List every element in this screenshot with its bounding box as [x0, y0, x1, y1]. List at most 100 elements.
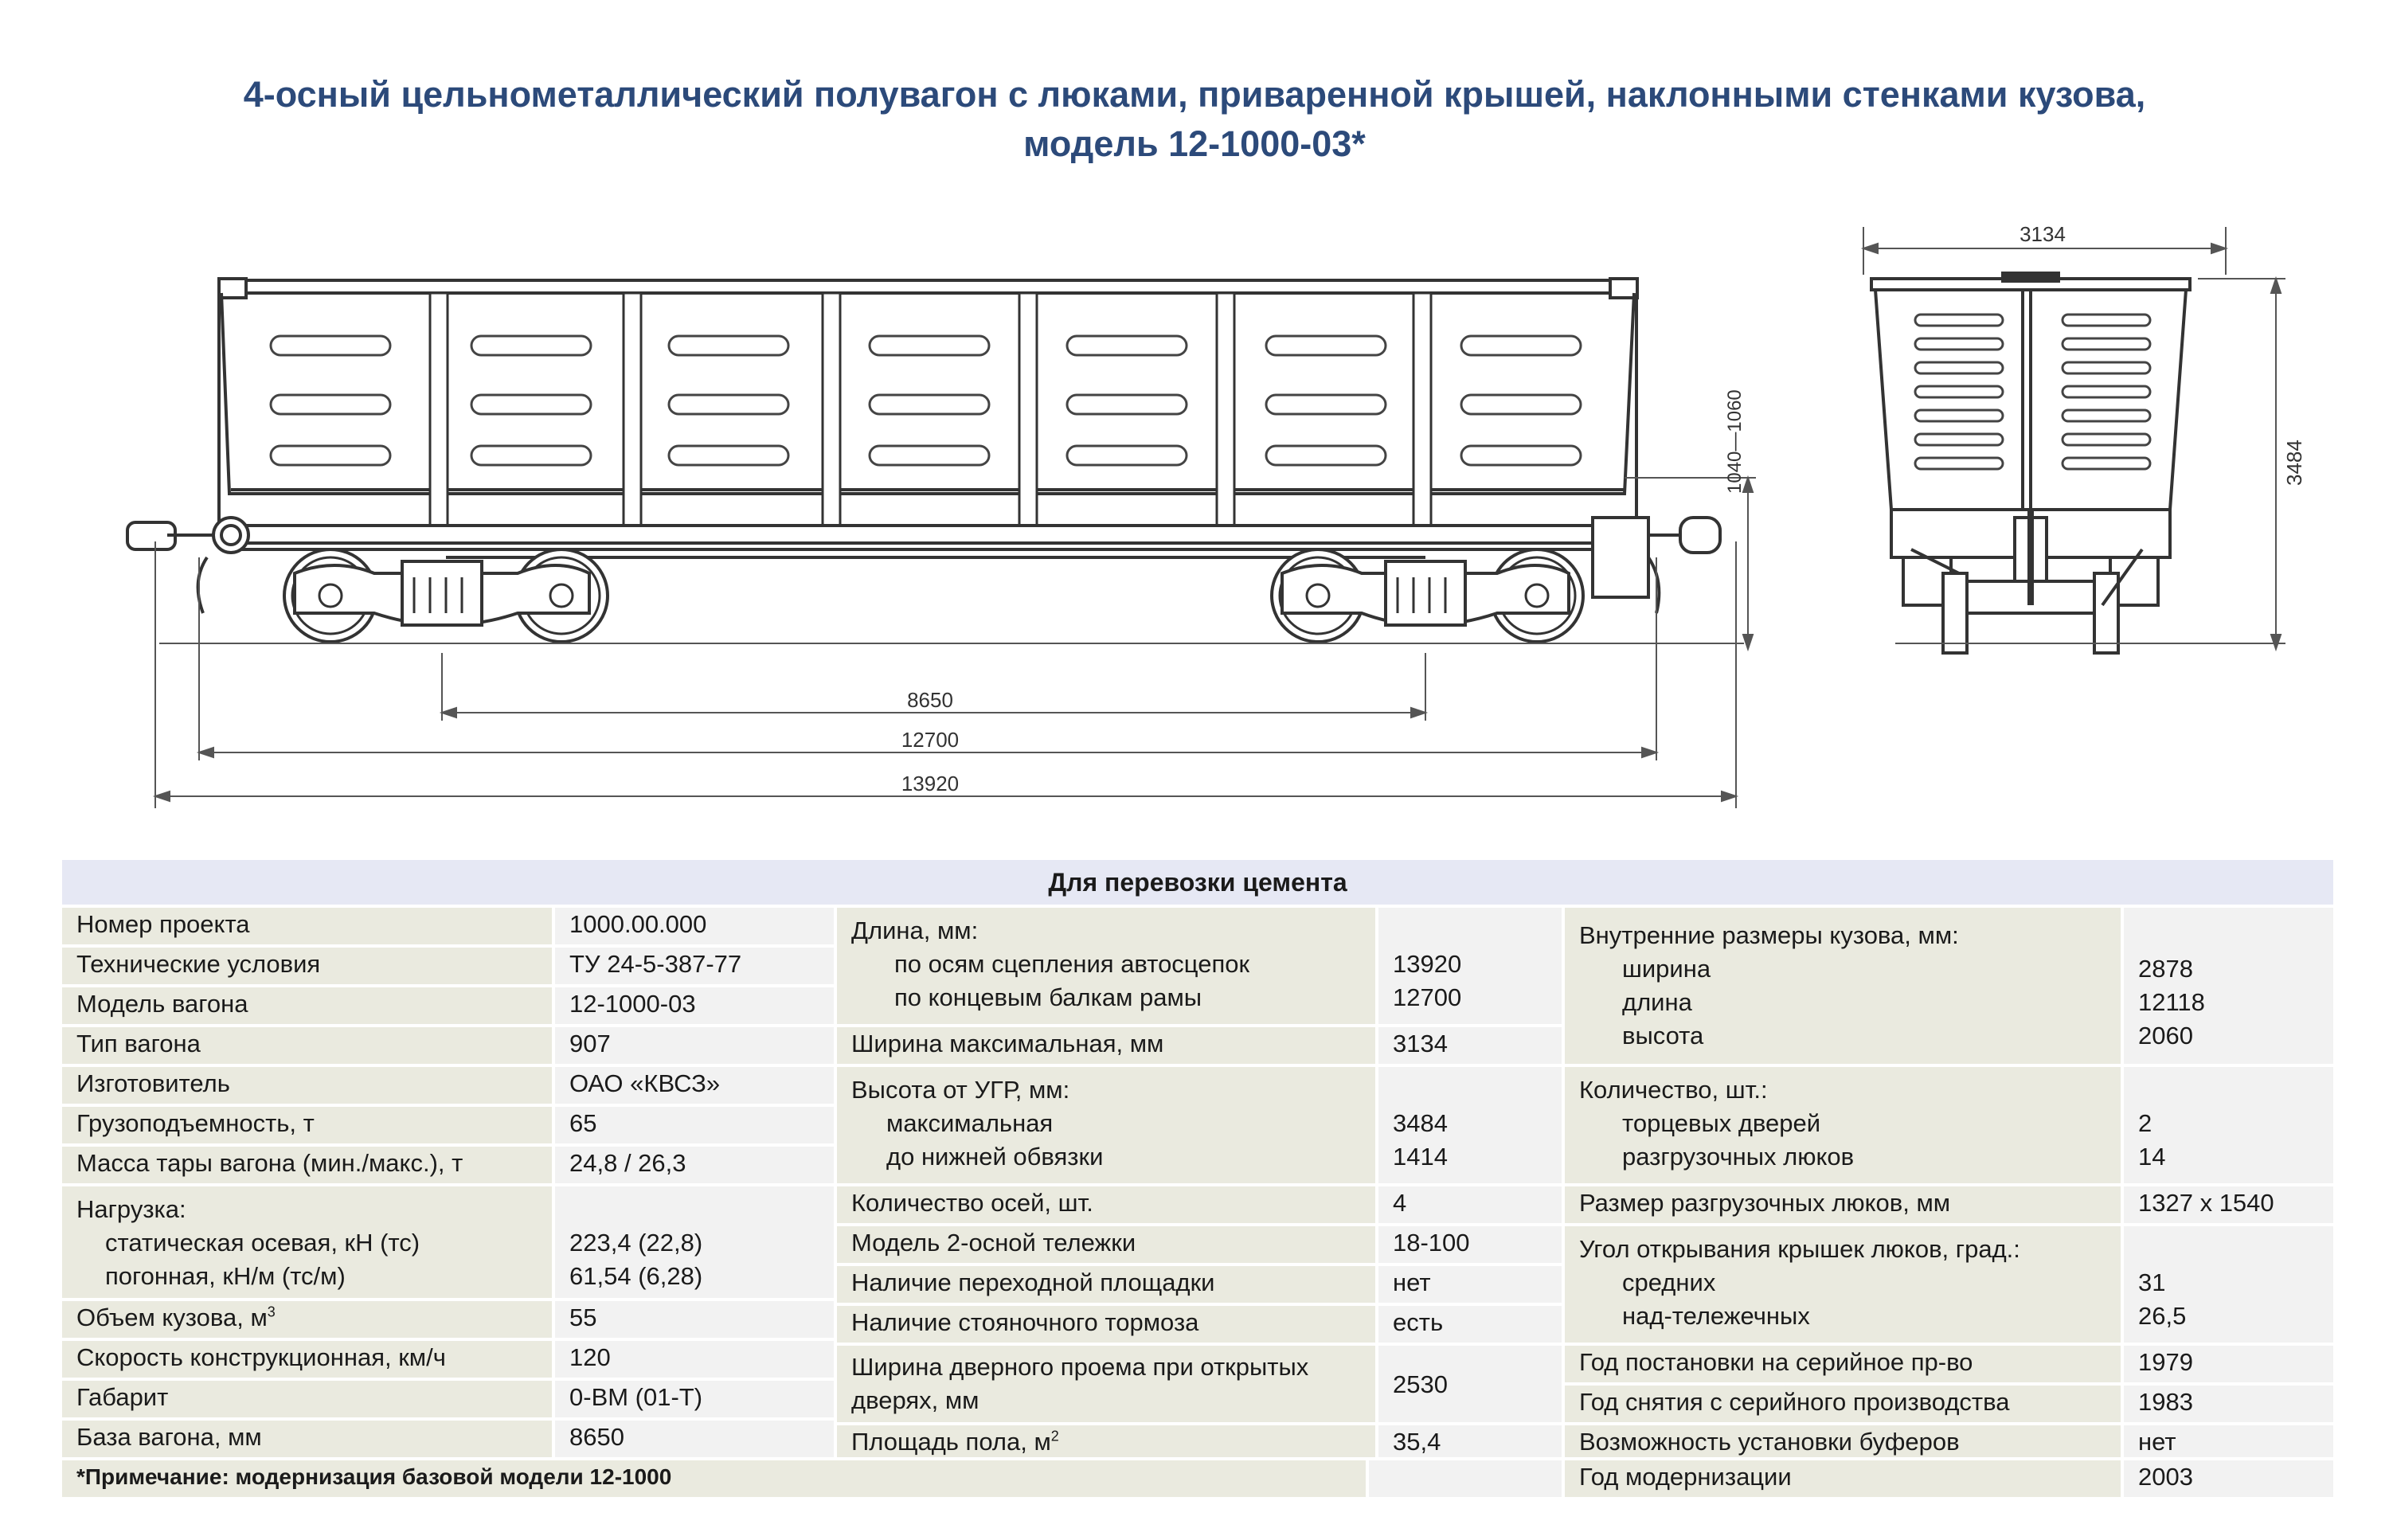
row-value: 0-ВМ (01-Т): [555, 1381, 834, 1417]
height-val1: 3484: [1393, 1109, 1448, 1137]
row-label: Грузоподъемность, т: [62, 1107, 552, 1143]
row-value: ТУ 24-5-387-77: [555, 948, 834, 984]
empty-cell: [1369, 1460, 1562, 1497]
start-label: Год постановки на серийное пр-во: [1565, 1346, 2121, 1382]
hatch-label: Размер разгрузочных люков, мм: [1565, 1186, 2121, 1223]
title-line-1: 4-осный цельнометаллический полувагон с …: [243, 74, 2146, 115]
load-label: Нагрузка:: [76, 1195, 186, 1223]
dim-door-label: 1040—1060: [1724, 389, 1746, 494]
row-value: 1000.00.000: [555, 908, 834, 944]
length-sub2: по концевым балкам рамы: [894, 983, 1202, 1011]
buffer-label: Возможность установки буферов: [1565, 1425, 2121, 1457]
count-value-cell: 2 14: [2124, 1067, 2333, 1183]
angle-val1: 31: [2138, 1268, 2166, 1296]
inner-sub2: длина: [1622, 988, 1692, 1016]
dim-total-label: 13920: [901, 772, 959, 795]
floor-label: Площадь пола, м: [851, 1428, 1051, 1456]
dim-base-label: 8650: [907, 688, 953, 712]
inner-label: Внутренние размеры кузова, мм:: [1579, 921, 1959, 949]
bogie-label: Модель 2-осной тележки: [837, 1226, 1375, 1263]
length-label-cell: Длина, мм: по осям сцепления автосцепок …: [837, 908, 1375, 1024]
spec-table: Для перевозки цемента Номер проекта 1000…: [62, 860, 2333, 1497]
dim-height-label: 3484: [2282, 440, 2306, 486]
page-title: 4-осный цельнометаллический полувагон с …: [0, 70, 2389, 169]
row-value: 8650: [555, 1421, 834, 1457]
door-label1: Ширина дверного проема при открытых: [851, 1353, 1309, 1381]
inner-label-cell: Внутренние размеры кузова, мм: ширина дл…: [1565, 908, 2121, 1064]
door-label2: дверях, мм: [851, 1386, 979, 1414]
count-val2: 14: [2138, 1143, 2166, 1171]
width-label: Ширина максимальная, мм: [837, 1027, 1375, 1064]
brake-label: Наличие стояночного тормоза: [837, 1306, 1375, 1343]
side-view: [126, 277, 1722, 614]
door-value: 2530: [1378, 1346, 1562, 1422]
dim-frame-label: 12700: [901, 728, 959, 752]
load-val1: 223,4 (22,8): [569, 1229, 703, 1257]
row-label: Объем кузова, м3: [62, 1301, 552, 1338]
volume-sup: 3: [267, 1304, 276, 1320]
load-row-value: 223,4 (22,8) 61,54 (6,28): [555, 1186, 834, 1298]
row-label: Номер проекта: [62, 908, 552, 944]
row-label: Технические условия: [62, 948, 552, 984]
end-dimensions: [1860, 227, 2285, 652]
count-sub2: разгрузочных люков: [1622, 1143, 1855, 1171]
length-value-cell: 13920 12700: [1378, 908, 1562, 1024]
wagon-drawing: 8650 12700 13920 1040—1060: [126, 222, 2306, 808]
floor-sup: 2: [1050, 1428, 1059, 1444]
inner-sub1: ширина: [1622, 955, 1711, 983]
row-label: Габарит: [62, 1381, 552, 1417]
height-sub1: максимальная: [886, 1109, 1054, 1137]
length-label: Длина, мм:: [851, 917, 979, 944]
platform-label: Наличие переходной площадки: [837, 1266, 1375, 1303]
height-label: Высота от УГР, мм:: [851, 1076, 1070, 1104]
row-label: Масса тары вагона (мин./макс.), т: [62, 1147, 552, 1183]
angle-sub2: над-тележечных: [1622, 1302, 1810, 1330]
dim-width-label: 3134: [2020, 222, 2066, 246]
end-hatch-slots: [1914, 313, 2152, 471]
platform-value: нет: [1378, 1266, 1562, 1303]
end-view: [1870, 272, 2192, 655]
load-row-label: Нагрузка: статическая осевая, кН (тс) по…: [62, 1186, 552, 1298]
start-value: 1979: [2124, 1346, 2333, 1382]
end-value: 1983: [2124, 1386, 2333, 1422]
length-sub1: по осям сцепления автосцепок: [894, 950, 1250, 978]
angle-value-cell: 31 26,5: [2124, 1226, 2333, 1343]
volume-label: Объем кузова, м: [76, 1304, 268, 1331]
angle-sub1: средних: [1622, 1268, 1716, 1296]
row-label: Тип вагона: [62, 1027, 552, 1064]
row-value: 24,8 / 26,3: [555, 1147, 834, 1183]
row-value: 120: [555, 1341, 834, 1378]
buffer-value: нет: [2124, 1425, 2333, 1457]
row-value: ОАО «КВСЗ»: [555, 1067, 834, 1104]
hatch-value: 1327 х 1540: [2124, 1186, 2333, 1223]
count-label-cell: Количество, шт.: торцевых дверей разгруз…: [1565, 1067, 2121, 1183]
length-val1: 13920: [1393, 950, 1462, 978]
angle-val2: 26,5: [2138, 1302, 2187, 1330]
row-label: Модель вагона: [62, 987, 552, 1024]
floor-value: 35,4: [1378, 1425, 1562, 1457]
inner-val2: 12118: [2138, 988, 2205, 1016]
angle-label: Угол открывания крышек люков, град.:: [1579, 1235, 2020, 1263]
count-label: Количество, шт.:: [1579, 1076, 1768, 1104]
angle-label-cell: Угол открывания крышек люков, град.: сре…: [1565, 1226, 2121, 1343]
modern-value: 2003: [2124, 1460, 2333, 1497]
bogie-left: [283, 548, 609, 643]
inner-val1: 2878: [2138, 955, 2193, 983]
row-value: 907: [555, 1027, 834, 1064]
row-label: Скорость конструкционная, км/ч: [62, 1341, 552, 1378]
row-label: База вагона, мм: [62, 1421, 552, 1457]
end-label: Год снятия с серийного производства: [1565, 1386, 2121, 1422]
count-val1: 2: [2138, 1109, 2152, 1137]
load-sub2: погонная, кН/м (тс/м): [105, 1262, 346, 1290]
table-header: Для перевозки цемента: [62, 860, 2333, 905]
height-value-cell: 3484 1414: [1378, 1067, 1562, 1183]
height-val2: 1414: [1393, 1143, 1448, 1171]
axles-label: Количество осей, шт.: [837, 1186, 1375, 1223]
load-sub1: статическая осевая, кН (тс): [105, 1229, 420, 1257]
row-value: 65: [555, 1107, 834, 1143]
row-label: Изготовитель: [62, 1067, 552, 1104]
load-val2: 61,54 (6,28): [569, 1262, 703, 1290]
modern-label: Год модернизации: [1565, 1460, 2121, 1497]
height-sub2: до нижней обвязки: [886, 1143, 1104, 1171]
bogie-value: 18-100: [1378, 1226, 1562, 1263]
